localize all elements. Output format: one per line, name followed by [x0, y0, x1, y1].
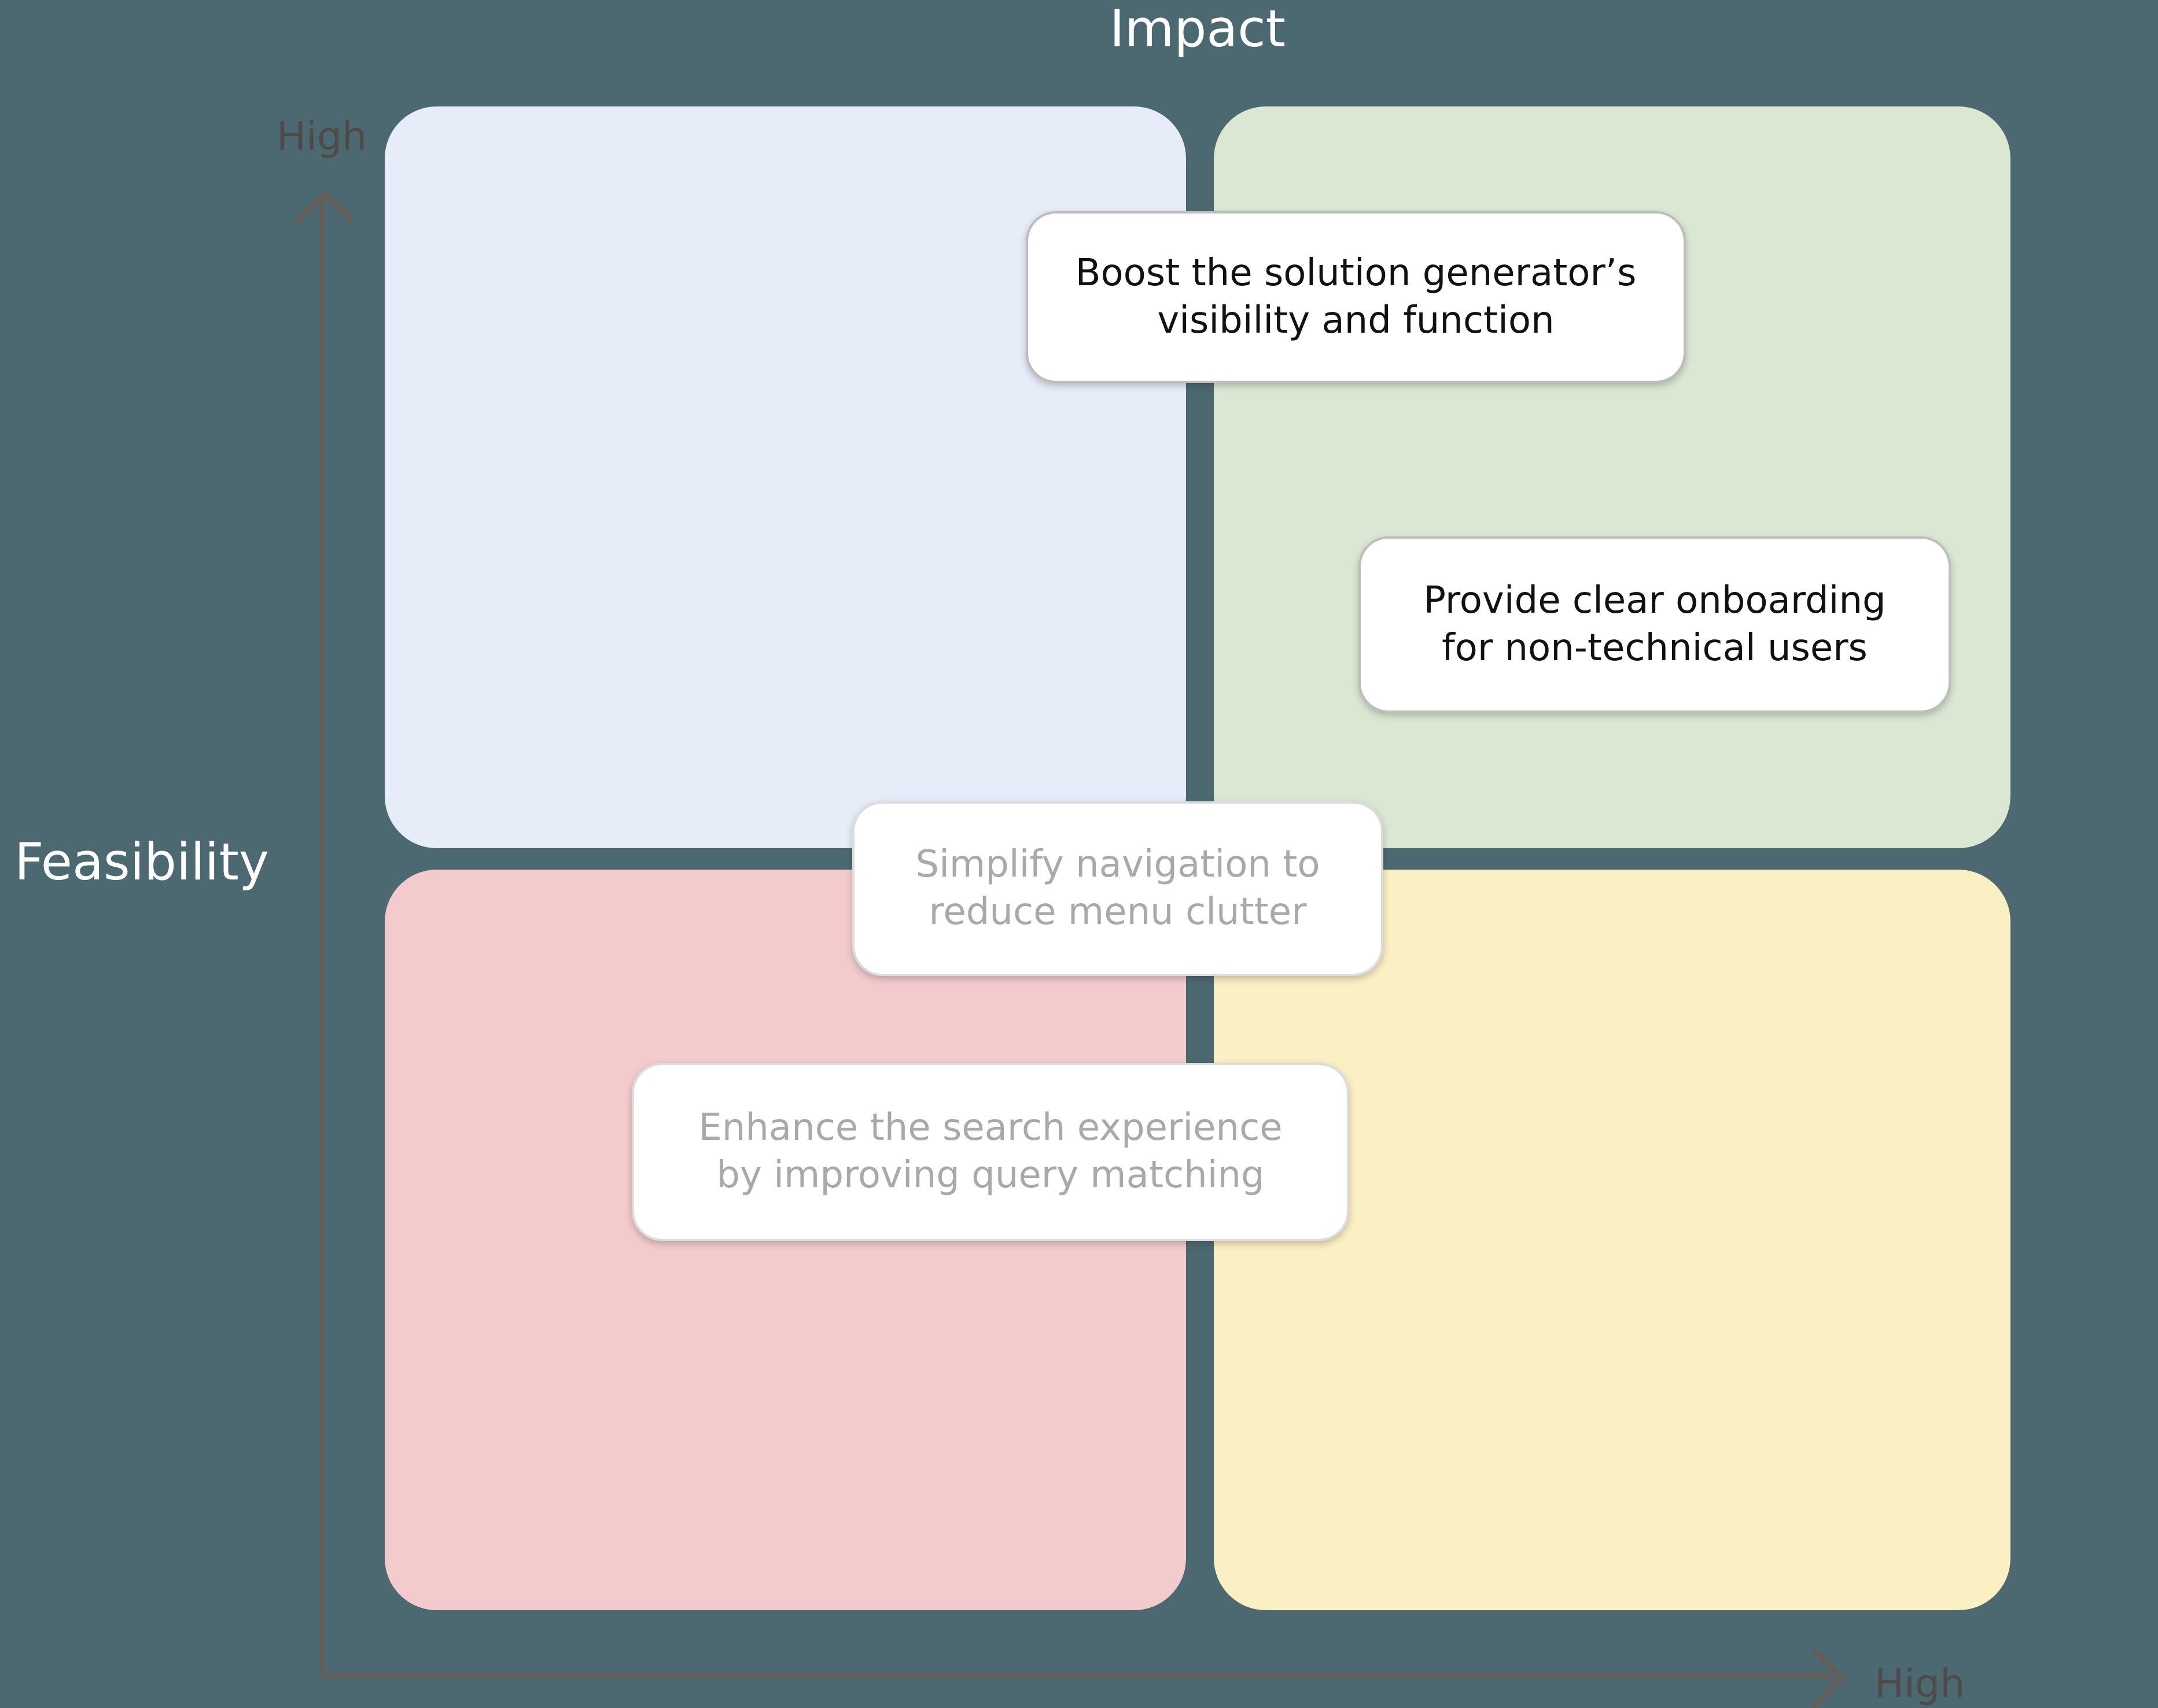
y-axis-arrow-icon [294, 189, 355, 251]
y-axis-line [319, 194, 325, 1678]
y-axis-high-label: High [276, 114, 367, 160]
card-text-line: by improving query matching [716, 1154, 1265, 1197]
card-boost-solution-generator[interactable]: Boost the solution generator’s visibilit… [1026, 211, 1686, 383]
card-text-line: reduce menu clutter [929, 890, 1307, 933]
card-text-line: visibility and function [1157, 299, 1555, 342]
card-text-line: Provide clear onboarding [1423, 579, 1886, 622]
card-simplify-navigation[interactable]: Simplify navigation to reduce menu clutt… [852, 801, 1383, 976]
card-text-line: Enhance the search experience [698, 1106, 1283, 1150]
feasibility-axis-title: Feasibility [14, 832, 269, 892]
quadrant-bottom-right [1214, 870, 2010, 1610]
card-text-line: Boost the solution generator’s [1075, 251, 1637, 295]
impact-axis-title: Impact [1109, 0, 1286, 58]
x-axis-arrow-icon [1785, 1647, 1846, 1708]
card-enhance-search[interactable]: Enhance the search experience by improvi… [632, 1063, 1349, 1241]
x-axis-high-label: High [1875, 1661, 1965, 1707]
card-text-line: Simplify navigation to [915, 843, 1320, 886]
card-clear-onboarding[interactable]: Provide clear onboarding for non-technic… [1358, 536, 1951, 713]
x-axis-line [319, 1673, 1833, 1678]
card-text-line: for non-technical users [1442, 626, 1868, 669]
